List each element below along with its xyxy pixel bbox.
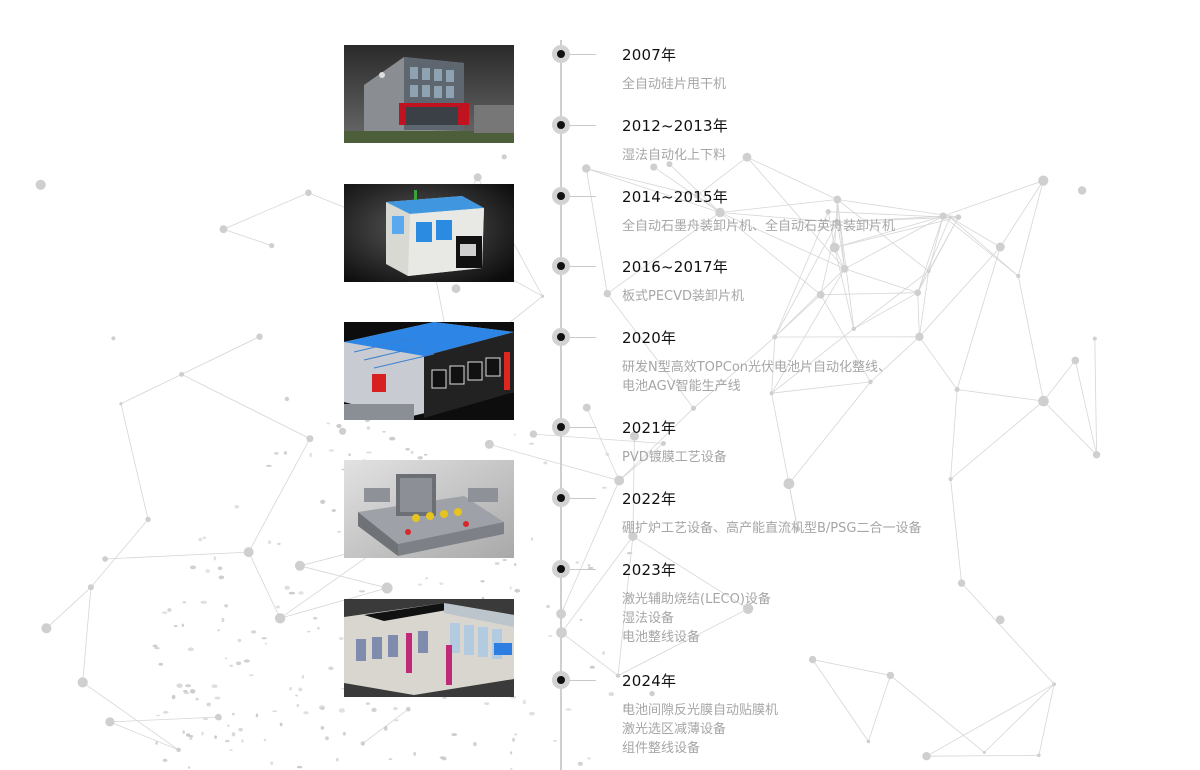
timeline-node[interactable] — [552, 489, 570, 507]
timeline-year: 2014~2015年 — [622, 188, 728, 206]
timeline-description-line: 硼扩炉工艺设备、高产能直流机型B/PSG二合一设备 — [622, 521, 922, 536]
timeline-node[interactable] — [552, 257, 570, 275]
timeline-description-line: 全自动硅片甩干机 — [622, 77, 727, 92]
timeline-year: 2020年 — [622, 329, 677, 347]
timeline-node[interactable] — [552, 671, 570, 689]
timeline-description: 板式PECVD装卸片机 — [622, 287, 744, 306]
timeline-axis — [560, 40, 562, 770]
timeline-description-line: PVD镀膜工艺设备 — [622, 450, 727, 465]
factory-building-image — [344, 45, 514, 143]
timeline-connector — [570, 54, 596, 55]
timeline-node[interactable] — [552, 560, 570, 578]
timeline-description-line: 激光选区减薄设备 — [622, 722, 727, 737]
timeline-description-line: 组件整线设备 — [622, 741, 701, 756]
timeline-description-line: 电池整线设备 — [622, 630, 701, 645]
timeline-description-line: 电池间隙反光膜自动贴膜机 — [622, 703, 779, 718]
timeline-description: 硼扩炉工艺设备、高产能直流机型B/PSG二合一设备 — [622, 519, 921, 538]
timeline-description-line: 湿法设备 — [622, 611, 675, 626]
timeline-year: 2022年 — [622, 490, 677, 508]
timeline-description-line: 全自动石墨舟装卸片机、全自动石英舟装卸片机 — [622, 219, 896, 234]
timeline-node[interactable] — [552, 187, 570, 205]
timeline-description-line: 电池AGV智能生产线 — [622, 379, 741, 394]
timeline-description: 全自动硅片甩干机 — [622, 75, 726, 94]
timeline-connector — [570, 569, 596, 570]
timeline-description: 电池间隙反光膜自动贴膜机激光选区减薄设备组件整线设备 — [622, 701, 778, 758]
timeline-node[interactable] — [552, 45, 570, 63]
timeline-connector — [570, 427, 596, 428]
timeline-description-line: 板式PECVD装卸片机 — [622, 289, 745, 304]
timeline-description-line: 湿法自动化上下料 — [622, 148, 727, 163]
timeline-year: 2007年 — [622, 46, 677, 64]
timeline-description-line: 激光辅助烧结(LECO)设备 — [622, 592, 771, 607]
timeline-connector — [570, 125, 596, 126]
graphite-boat-loader-image — [344, 184, 514, 282]
timeline-connector — [570, 337, 596, 338]
timeline-description: PVD镀膜工艺设备 — [622, 448, 727, 467]
timeline-connector — [570, 680, 596, 681]
timeline-description-line: 研发N型高效TOPCon光伏电池片自动化整线、 — [622, 360, 892, 375]
timeline-description: 全自动石墨舟装卸片机、全自动石英舟装卸片机 — [622, 217, 895, 236]
pvd-coating-equipment-image — [344, 460, 514, 558]
timeline-node[interactable] — [552, 116, 570, 134]
timeline-year: 2021年 — [622, 419, 677, 437]
timeline-connector — [570, 196, 596, 197]
timeline-year: 2016~2017年 — [622, 258, 728, 276]
timeline-description: 湿法自动化上下料 — [622, 146, 726, 165]
topcon-production-line-image — [344, 322, 514, 420]
timeline-year: 2023年 — [622, 561, 677, 579]
timeline-node[interactable] — [552, 418, 570, 436]
timeline-year: 2012~2013年 — [622, 117, 728, 135]
laser-sintering-equipment-image — [344, 599, 514, 697]
timeline-node[interactable] — [552, 328, 570, 346]
timeline-description: 激光辅助烧结(LECO)设备湿法设备电池整线设备 — [622, 590, 771, 647]
timeline-connector — [570, 266, 596, 267]
timeline-connector — [570, 498, 596, 499]
timeline-description: 研发N型高效TOPCon光伏电池片自动化整线、电池AGV智能生产线 — [622, 358, 891, 396]
timeline-year: 2024年 — [622, 672, 677, 690]
